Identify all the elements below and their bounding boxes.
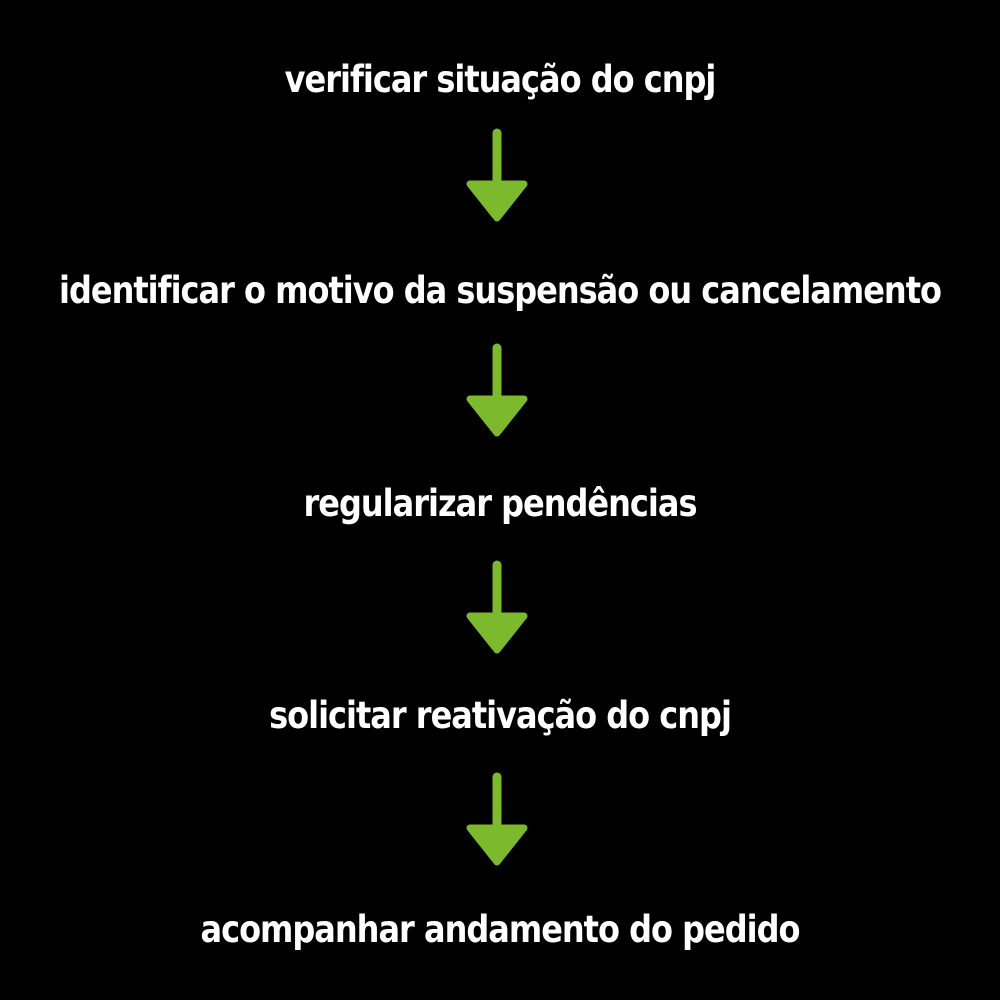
flow-step-5: acompanhar andamento do pedido <box>200 906 801 952</box>
flow-step-4: solicitar reativação do cnpj <box>269 692 732 738</box>
arrow-down-icon <box>462 772 532 869</box>
flow-step-1: verificar situação do cnpj <box>284 56 717 102</box>
arrow-down-icon <box>462 560 532 657</box>
arrow-down-icon <box>462 128 532 225</box>
flow-step-3: regularizar pendências <box>303 480 698 526</box>
arrow-down-icon <box>462 343 532 440</box>
flow-step-2: identificar o motivo da suspensão ou can… <box>59 267 942 313</box>
